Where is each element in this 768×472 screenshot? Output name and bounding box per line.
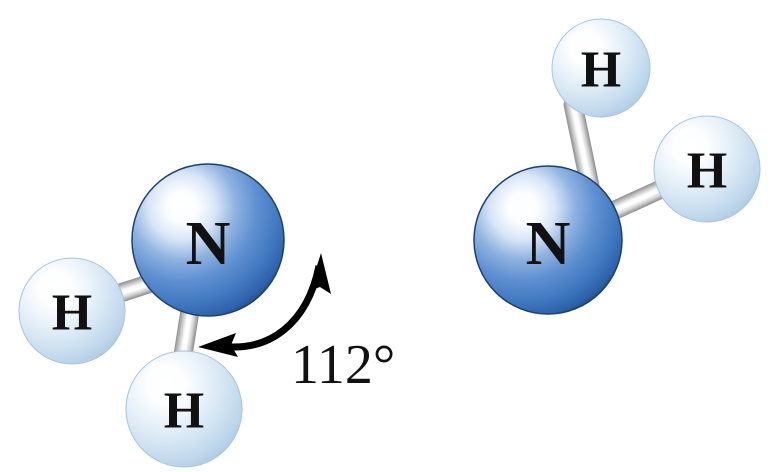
atom-nitrogen-left-sphere (131, 163, 285, 317)
atom-nitrogen-right-label: N (526, 210, 571, 278)
atom-nitrogen-left[interactable]: N (131, 163, 285, 317)
angle-arrowhead-upper (309, 253, 331, 294)
bond-nitrogen-right-hydrogen-top-shape (563, 94, 602, 206)
atom-hydrogen-left-label: H (52, 285, 92, 342)
atom-layer: H H H H N (18, 18, 761, 468)
atom-nitrogen-left-label: N (186, 210, 231, 278)
bond-nitrogen-right-hydrogen-top (563, 94, 602, 206)
atom-hydrogen-left[interactable]: H (18, 257, 126, 365)
bond-angle-annotation: 112° (198, 253, 395, 396)
atom-hydrogen-top-right-label: H (581, 42, 621, 99)
angle-value-label: 112° (291, 334, 395, 396)
atom-hydrogen-top-right[interactable]: H (551, 18, 651, 118)
atom-hydrogen-left-sphere (18, 257, 126, 365)
atom-nitrogen-right[interactable]: N (473, 165, 623, 315)
angle-arrowhead-left (198, 333, 238, 357)
atom-hydrogen-far-right-sphere (653, 115, 761, 223)
atom-hydrogen-bottom[interactable]: H (125, 350, 243, 468)
atom-hydrogen-bottom-sphere (125, 350, 243, 468)
atom-nitrogen-right-sphere (473, 165, 623, 315)
atom-hydrogen-far-right[interactable]: H (653, 115, 761, 223)
atom-hydrogen-bottom-label: H (164, 383, 204, 440)
atom-hydrogen-far-right-label: H (687, 143, 727, 200)
atom-hydrogen-top-right-sphere (551, 18, 651, 118)
